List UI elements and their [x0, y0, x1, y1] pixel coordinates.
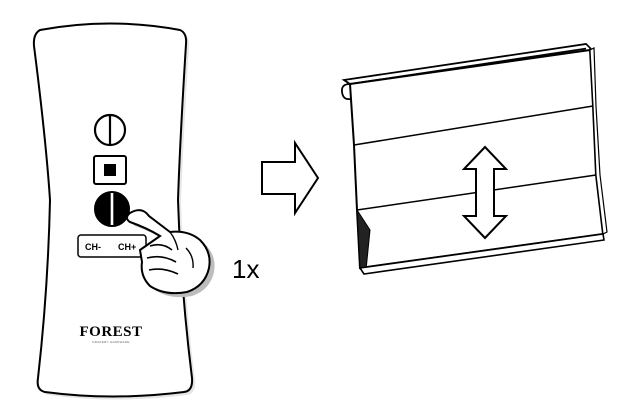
channel-buttons: CH- CH+: [77, 234, 147, 258]
channel-down-button[interactable]: CH-: [85, 242, 101, 252]
stop-icon: [104, 164, 116, 176]
brand-logo-text: FOREST: [79, 324, 142, 340]
stop-button[interactable]: [93, 155, 127, 185]
right-arrow-icon: [261, 139, 320, 217]
press-count-label: 1x: [232, 254, 259, 284]
pointing-hand-icon: [126, 209, 215, 298]
up-down-arrow-icon: [461, 145, 509, 240]
blind-fold-line: [353, 105, 594, 146]
open-button[interactable]: [93, 113, 127, 147]
channel-up-button[interactable]: CH+: [118, 242, 136, 252]
brand-tagline: DRAPERY HARDWARE: [92, 340, 129, 344]
remote-control: CH- CH+ FOREST DRAPERY HARDWARE: [32, 22, 196, 400]
brand-logo: FOREST DRAPERY HARDWARE: [79, 324, 142, 344]
close-button[interactable]: [94, 191, 130, 227]
